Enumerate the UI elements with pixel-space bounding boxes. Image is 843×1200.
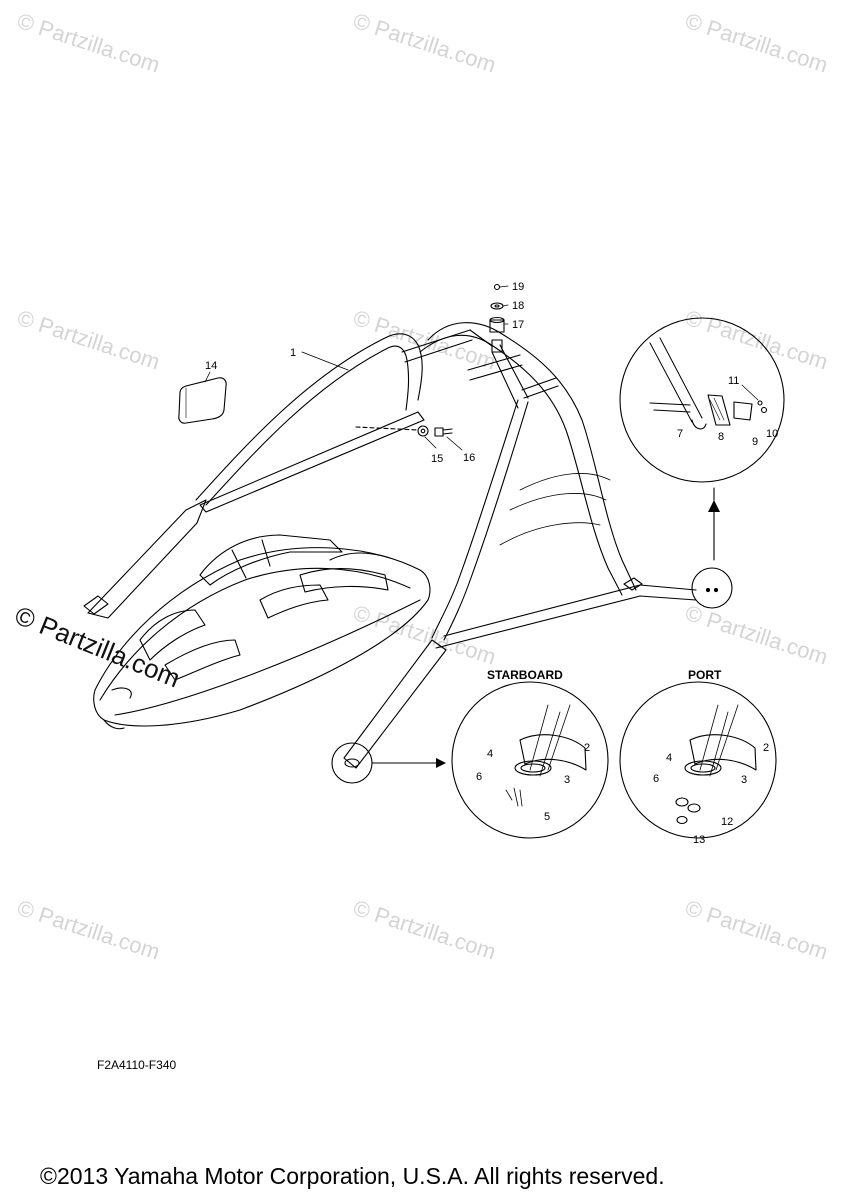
top-mount-17-19	[489, 283, 505, 353]
callout-9: 9	[752, 436, 758, 448]
callout-6: 6	[653, 773, 659, 785]
callout-19: 19	[512, 281, 524, 293]
wakeboard-tower	[83, 322, 697, 769]
callout-3: 3	[564, 774, 570, 786]
callout-8: 8	[718, 431, 724, 443]
callout-labels: 1 14 15 16 17 18 19 7 8 9 10 11 2 3 4 6 …	[205, 281, 778, 846]
label-port: PORT	[688, 668, 722, 682]
callout-10: 10	[766, 428, 778, 440]
callout-11: 11	[728, 375, 739, 387]
callout-4: 4	[487, 748, 493, 760]
detail-marker-starboard	[331, 742, 373, 784]
leader-lines	[204, 285, 509, 451]
callout-7: 7	[677, 428, 683, 440]
copyright-notice: ©2013 Yamaha Motor Corporation, U.S.A. A…	[40, 1163, 665, 1189]
callout-2: 2	[584, 742, 590, 754]
label-starboard: STARBOARD	[487, 668, 563, 682]
arrow-right-head	[436, 758, 446, 768]
arrow-up-head	[708, 500, 720, 512]
callout-6: 6	[476, 771, 482, 783]
callout-13: 13	[693, 834, 705, 846]
callout-2: 2	[763, 742, 769, 754]
callout-3: 3	[741, 774, 747, 786]
diagram-code: F2A4110-F340	[97, 1058, 177, 1072]
callout-4: 4	[666, 752, 672, 764]
detail-starboard	[451, 681, 609, 839]
callout-14: 14	[205, 360, 217, 372]
callout-15: 15	[431, 453, 443, 465]
bolt-parts-15-16	[355, 425, 453, 437]
callout-18: 18	[512, 300, 524, 312]
boat-outline	[93, 534, 431, 730]
callout-16: 16	[463, 452, 475, 464]
callout-5: 5	[544, 811, 550, 823]
detail-marker-port	[691, 567, 733, 609]
callout-12: 12	[721, 816, 733, 828]
callout-1: 1	[290, 347, 296, 359]
detail-top-right	[619, 317, 785, 483]
callout-17: 17	[512, 319, 524, 331]
pad-part-14	[178, 377, 227, 424]
detail-port	[619, 681, 777, 839]
